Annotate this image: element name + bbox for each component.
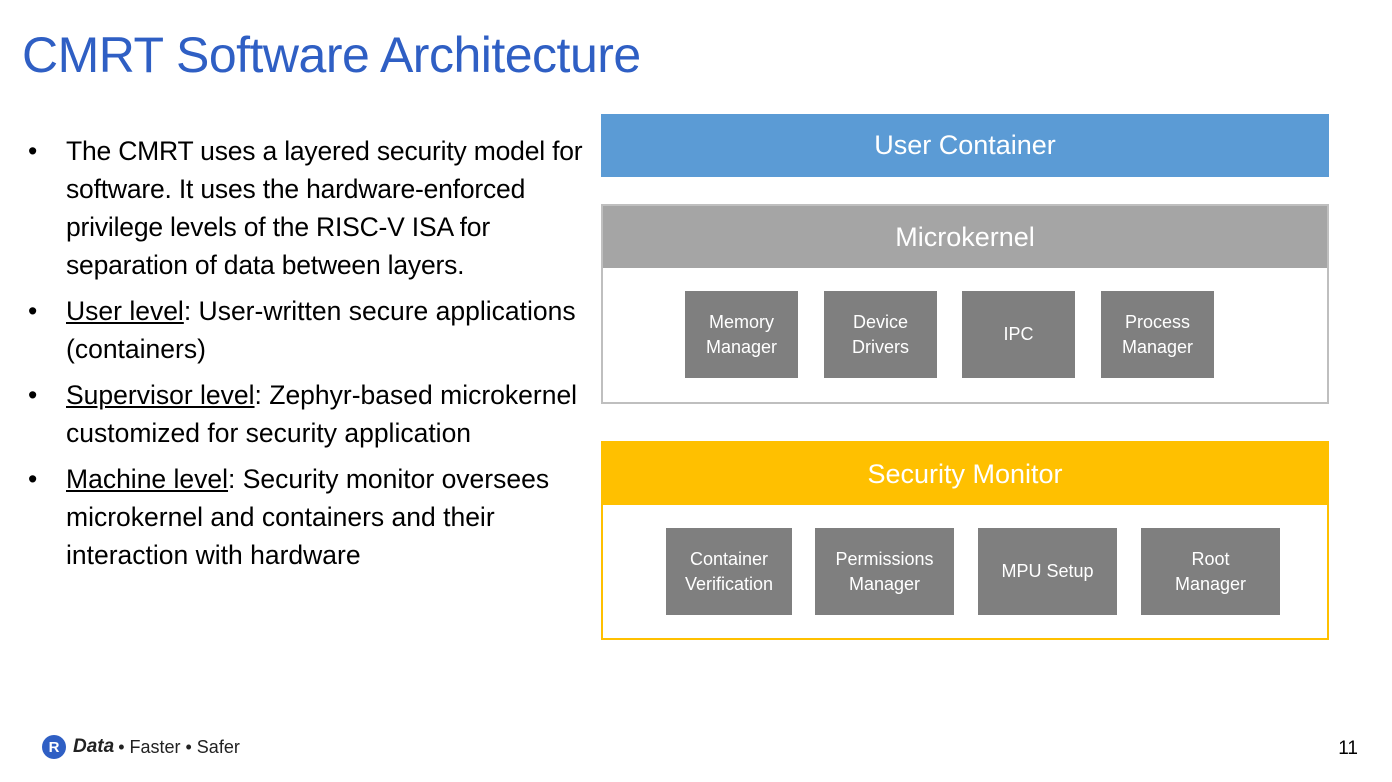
component-line: MPU Setup — [1001, 561, 1094, 581]
bullet-item: • Machine level: Security monitor overse… — [28, 460, 588, 574]
component-line: Container — [689, 548, 769, 569]
mpu-setup-box: MPU Setup — [978, 528, 1117, 615]
component-line: Verification — [684, 573, 774, 594]
bullet-dot-icon: • — [28, 380, 38, 410]
component-line: Manager — [1121, 336, 1194, 357]
logo-tagline: • Faster • Safer — [118, 736, 240, 757]
bullet-text: : Security monitor oversees microkernel … — [66, 464, 550, 570]
bullet-text: The CMRT uses a layered security model f… — [66, 136, 583, 280]
component-line: IPC — [1003, 324, 1034, 344]
component-line: Manager — [705, 336, 778, 357]
bullet-term: User level — [66, 296, 184, 326]
security-monitor-label: Security Monitor — [603, 443, 1327, 505]
microkernel-label: Microkernel — [603, 206, 1327, 268]
component-line: Memory — [708, 311, 774, 332]
slide-title: CMRT Software Architecture — [22, 27, 641, 83]
bullet-item: • User level: User-written secure applic… — [28, 292, 588, 368]
logo-letter: R — [48, 738, 60, 756]
component-line: Drivers — [852, 336, 909, 357]
r-logo-icon: R — [42, 735, 66, 759]
user-container-layer: User Container — [601, 114, 1329, 177]
logo-word: Data — [73, 736, 115, 757]
bullet-list: • The CMRT uses a layered security model… — [28, 132, 588, 582]
page-number: 11 — [1338, 738, 1358, 759]
bullet-item: • Supervisor level: Zephyr-based microke… — [28, 376, 588, 452]
bullet-dot-icon: • — [28, 296, 38, 326]
ipc-box: IPC — [962, 291, 1075, 378]
component-line: Process — [1124, 311, 1190, 332]
footer-logo: R Data • Faster • Safer — [42, 735, 240, 759]
bullet-dot-icon: • — [28, 464, 38, 494]
component-line: Manager — [1174, 573, 1247, 594]
component-line: Permissions — [835, 548, 934, 569]
bullet-term: Supervisor level — [66, 380, 255, 410]
bullet-text: : User-written secure applications (cont… — [66, 296, 576, 364]
component-line: Manager — [848, 573, 921, 594]
bullet-dot-icon: • — [28, 136, 38, 166]
component-line: Device — [852, 311, 909, 332]
component-line: Root — [1191, 548, 1230, 569]
bullet-term: Machine level — [66, 464, 229, 494]
bullet-item: • The CMRT uses a layered security model… — [28, 132, 588, 284]
user-container-label: User Container — [874, 130, 1056, 160]
bullet-text: : Zephyr-based microkernel customized fo… — [66, 380, 578, 448]
